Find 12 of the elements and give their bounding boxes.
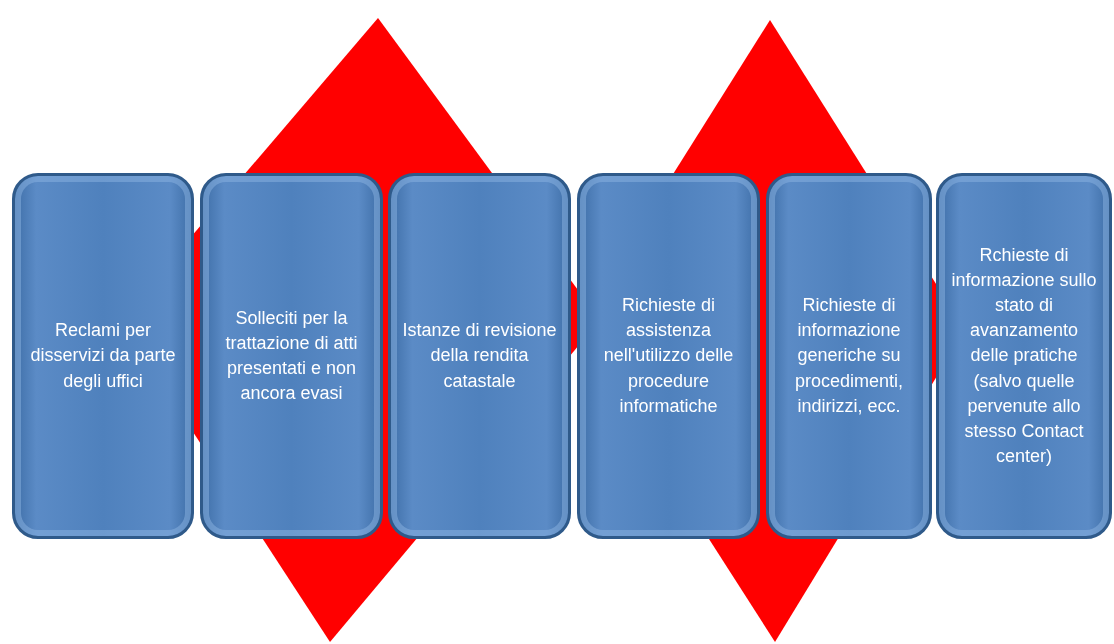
box-text: Richieste di assistenza nell'utilizzo delle procedure informatiche [602, 294, 735, 418]
box-text: Reclami per disservizi da parte degli uffici [29, 319, 177, 393]
box-text: Istanze di revisione della rendita catastale [401, 319, 558, 393]
rounded-box [12, 173, 194, 539]
rounded-box [936, 173, 1112, 539]
rounded-box [766, 173, 932, 539]
rounded-box [388, 173, 571, 539]
box-text: Richieste di informazione generiche su procedimenti, indirizzi, ecc. [793, 294, 905, 418]
rounded-box [577, 173, 760, 539]
rounded-box [200, 173, 383, 539]
box-text: Rchieste di informazione sullo stato di avanzamento delle pratiche (salvo quelle pervenute allo stesso Contact center) [950, 243, 1098, 469]
box-text: Solleciti per la trattazione di atti presentati e non ancora evasi [224, 306, 359, 406]
